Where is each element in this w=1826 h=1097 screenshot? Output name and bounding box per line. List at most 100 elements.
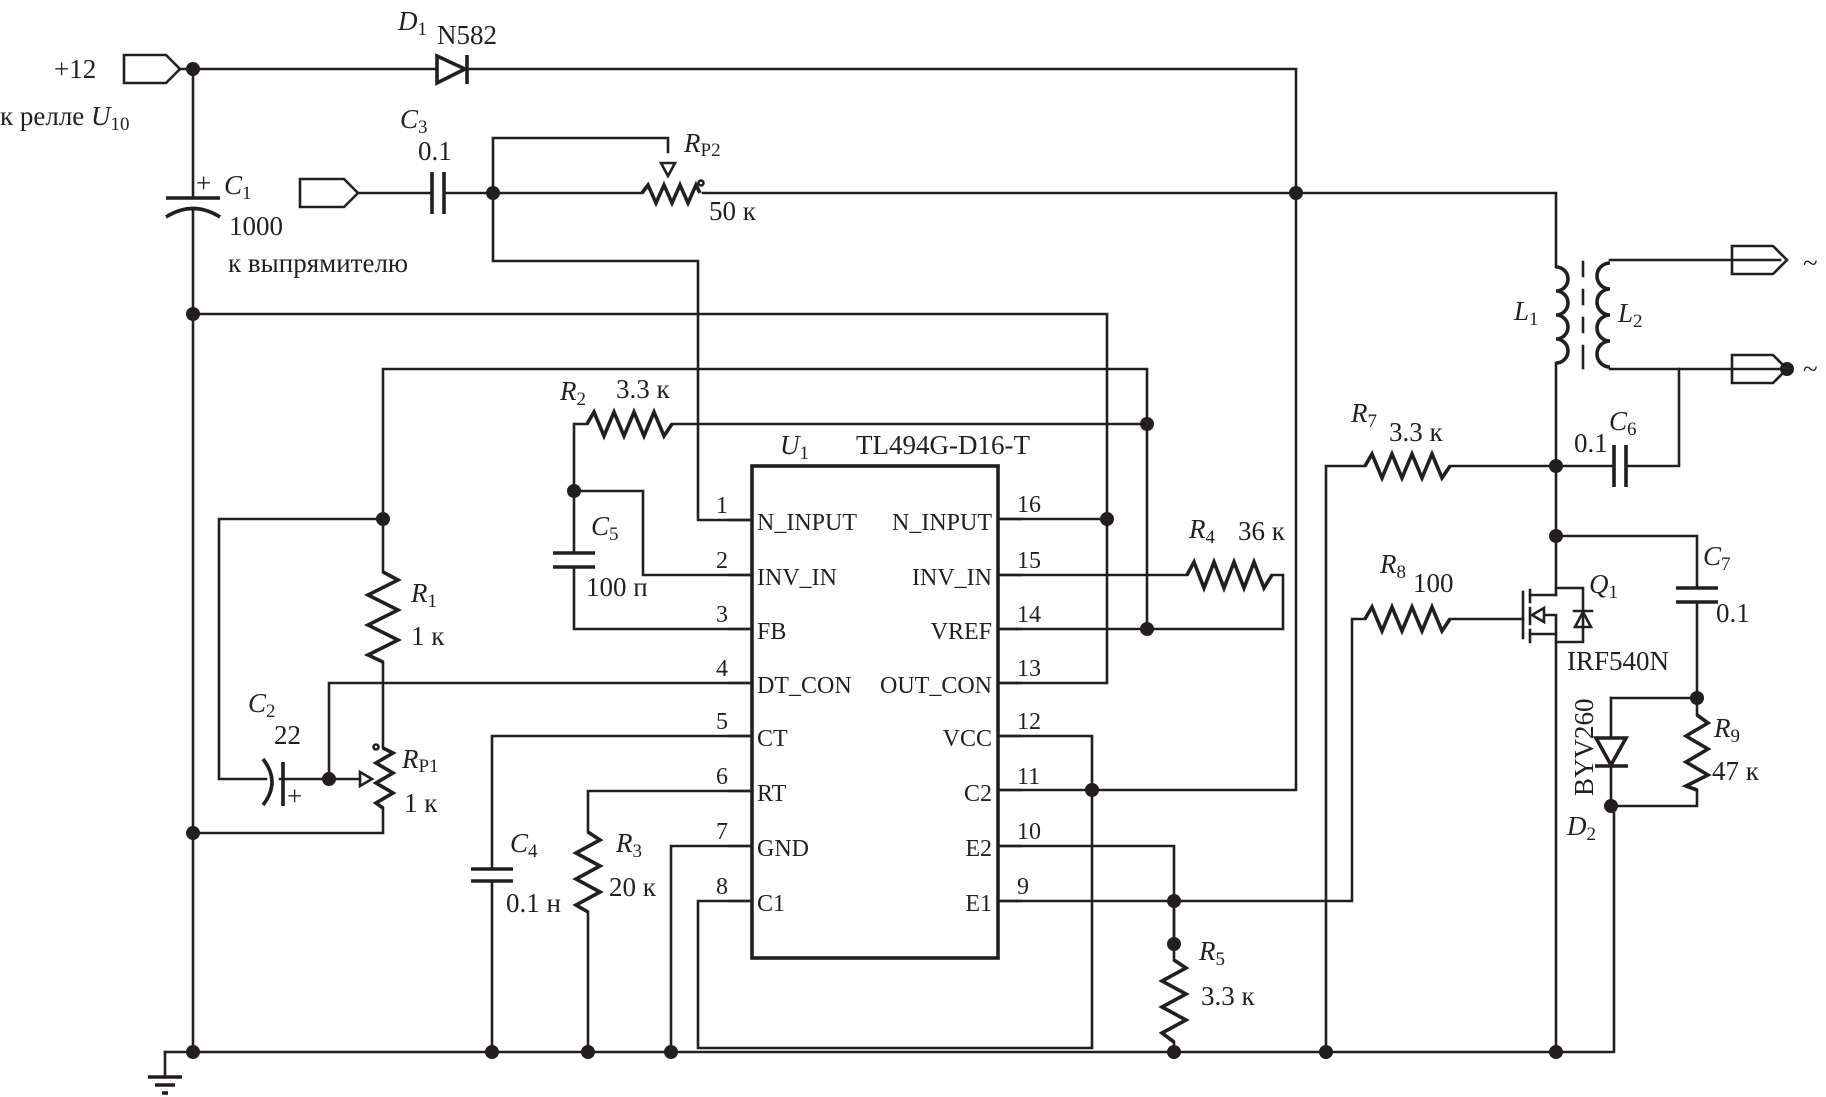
junction-dot [581, 1045, 595, 1059]
ic-right-pin-stubs [996, 517, 1023, 903]
junction-dot [1690, 691, 1704, 705]
pin-name: FB [757, 619, 786, 645]
d1-ref: D1 [397, 6, 427, 40]
ground-icon [148, 1075, 182, 1095]
junction-dot [1549, 529, 1563, 543]
ac-out-connector-2-icon[interactable] [1730, 353, 1789, 385]
junction-dot [1549, 459, 1563, 473]
pin-number: 6 [716, 764, 728, 790]
wire-supply-rail [178, 67, 1298, 792]
c1-ref: C1 [224, 170, 252, 204]
capacitor-c1-curved-plate-icon [165, 206, 221, 219]
junction-dot [376, 512, 390, 526]
wire-r9 [1609, 696, 1699, 808]
wire-l2-out [1608, 258, 1782, 371]
r4-ref: R4 [1188, 514, 1216, 548]
pin-number: 16 [1017, 492, 1041, 518]
junction-dot [1085, 783, 1099, 797]
capacitor-c5-icon [553, 551, 595, 569]
ic-left-pins: 1 N_INPUT 2 INV_IN 3 FB 4 DT_CON 5 CT 6 … [716, 493, 857, 917]
inductor-l1-icon [1555, 265, 1570, 365]
rp2-ref: RP2 [683, 128, 721, 161]
c5-value: 100 п [586, 572, 648, 602]
q1-ref: Q1 [1589, 569, 1618, 603]
junction-dot [186, 307, 200, 321]
wire-rp2-wiper [491, 136, 670, 195]
rp2-value: 50 к [709, 196, 757, 226]
wire-r7 [1324, 464, 1558, 1054]
wire-vcc-c1 [696, 734, 1094, 1050]
junctions [186, 62, 1794, 1059]
r7-ref: R7 [1350, 398, 1377, 432]
potentiometer-rp1-icon [372, 746, 397, 810]
d1-value: N582 [437, 20, 497, 50]
pin-number: 9 [1017, 874, 1029, 900]
capacitor-c6-icon [1612, 445, 1628, 487]
rectifier-connector-icon[interactable] [298, 177, 360, 209]
pin-name: N_INPUT [757, 510, 857, 536]
r3-value: 20 к [609, 872, 657, 902]
relay-label: к релле U10 [0, 101, 130, 135]
c4-ref: C4 [510, 828, 538, 862]
pin-name: VREF [931, 619, 992, 645]
c6-ref: C6 [1609, 406, 1637, 440]
q1-value: IRF540N [1567, 646, 1669, 676]
pin-name: RT [757, 781, 787, 807]
resistor-r3-icon [572, 830, 604, 914]
wire-rt [586, 789, 754, 1054]
ac-symbol-2: ~ [1803, 354, 1818, 384]
c5-ref: C5 [591, 511, 619, 545]
supply-voltage-label: +12 [54, 54, 96, 84]
pin-name: C1 [757, 891, 785, 917]
wire-rp1-bottom [191, 806, 385, 835]
c2-polarity: + [287, 781, 302, 811]
pin-name: CT [757, 726, 788, 752]
c6-value: 0.1 [1574, 428, 1608, 458]
supply-connector-icon[interactable] [122, 53, 182, 85]
pin-number: 3 [716, 602, 728, 628]
wire-dt-con [327, 681, 754, 781]
r4-value: 36 к [1238, 516, 1286, 546]
ic-right-pins: 16 N_INPUT 15 INV_IN 14 VREF 13 OUT_CON … [880, 492, 1041, 917]
rp1-end-marker-icon [372, 743, 380, 751]
c1-polarity: + [196, 168, 211, 198]
pin-number: 7 [716, 819, 728, 845]
potentiometer-rp2-icon [640, 180, 702, 208]
ic-ref: U1 [780, 430, 809, 464]
pin-name: C2 [964, 781, 992, 807]
junction-dot [186, 1045, 200, 1059]
rp1-ref: RP1 [401, 744, 439, 777]
junction-dot [1289, 186, 1303, 200]
pin-number: 2 [716, 548, 728, 574]
capacitor-c4-icon [471, 867, 513, 883]
r5-value: 3.3 к [1201, 981, 1256, 1011]
c7-ref: C7 [1703, 541, 1731, 575]
ac-out-connector-1-icon[interactable] [1730, 244, 1789, 276]
rp1-value: 1 к [404, 788, 438, 818]
r2-value: 3.3 к [616, 374, 671, 404]
pin-number: 5 [716, 709, 728, 735]
rectifier-label: к выпрямителю [228, 248, 408, 278]
pin-number: 14 [1017, 602, 1041, 628]
junction-dot [1604, 799, 1618, 813]
pin-number: 13 [1017, 656, 1041, 682]
resistor-r7-icon [1363, 449, 1452, 483]
pin-name: E1 [965, 891, 992, 917]
d2-value: BYV260 [1569, 698, 1599, 796]
c2-value: 22 [274, 720, 301, 750]
junction-dot [186, 826, 200, 840]
junction-dot [1167, 894, 1181, 908]
wire-pin1 [491, 191, 754, 522]
r2-ref: R2 [559, 376, 586, 410]
junction-dot [1780, 362, 1794, 376]
diode-d2-icon [1592, 736, 1630, 769]
rp2-end-marker-icon [697, 179, 705, 187]
resistor-r8-icon [1363, 602, 1452, 636]
pin-name: INV_IN [912, 565, 992, 591]
capacitor-c7-icon [1676, 586, 1718, 604]
pin-number: 12 [1017, 709, 1041, 735]
c3-ref: C3 [400, 104, 428, 138]
resistor-r5-icon [1158, 958, 1190, 1044]
capacitor-c3-icon [430, 172, 446, 214]
